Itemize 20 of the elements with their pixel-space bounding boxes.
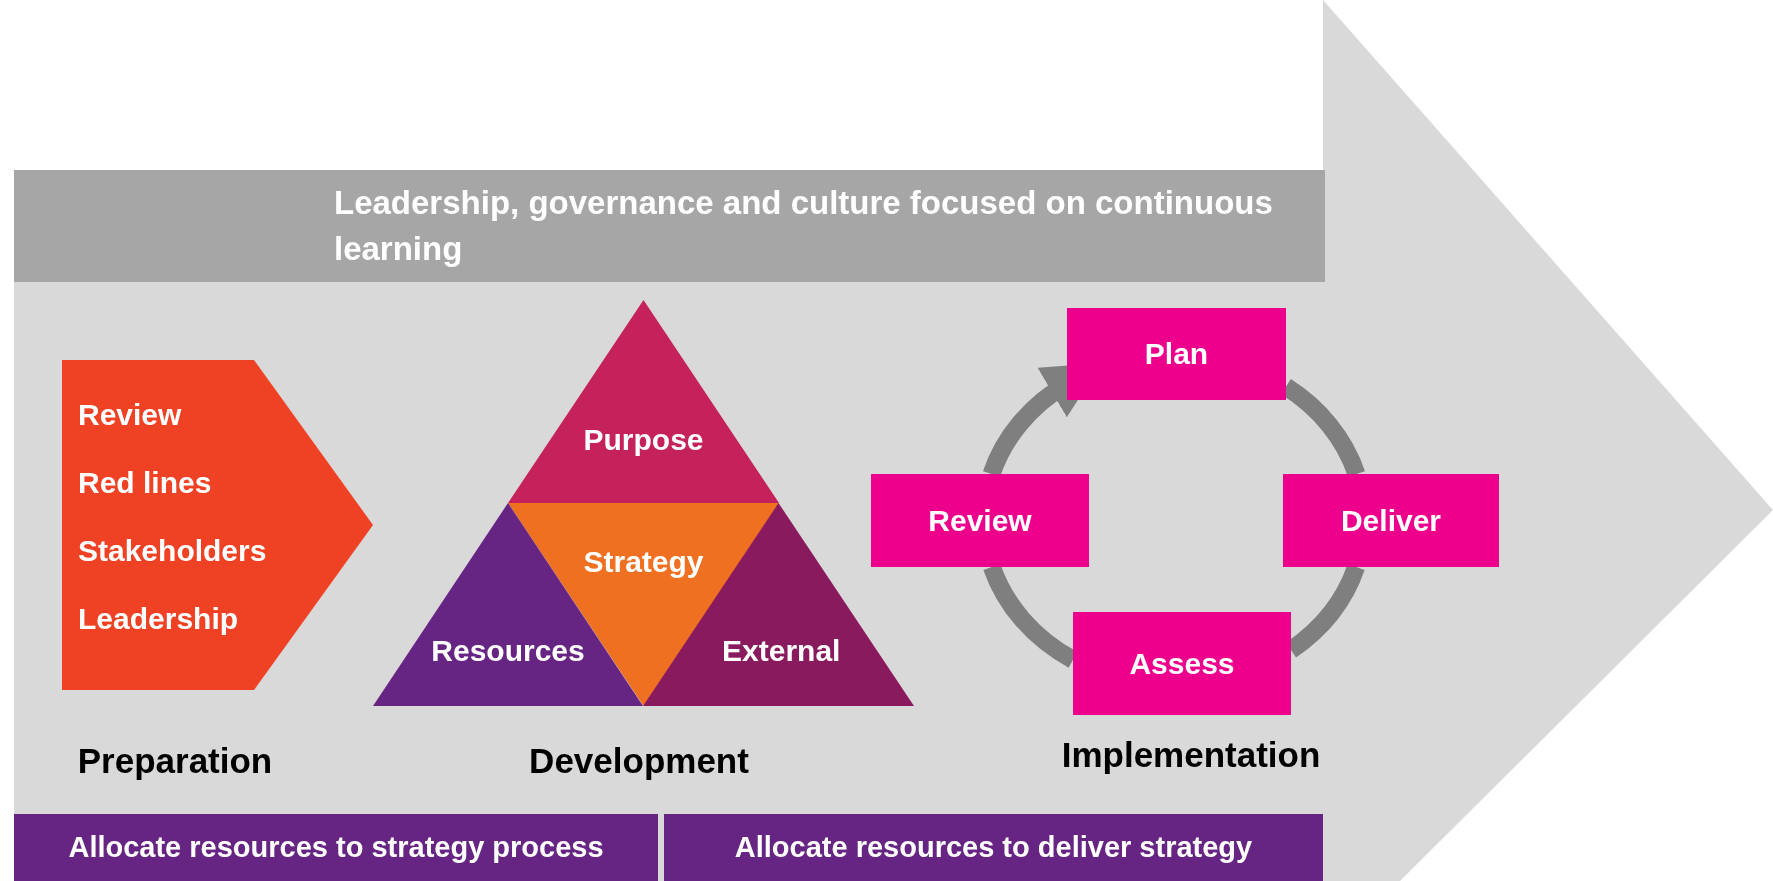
- segment-text: Strategy: [583, 544, 704, 579]
- segment-text: Purpose: [583, 423, 704, 458]
- segment-text: Resources: [431, 634, 585, 669]
- process-box: Plan: [1067, 308, 1286, 400]
- footer-bar: Allocate resources to deliver strategy: [664, 814, 1323, 881]
- stage-caption: Preparation: [77, 741, 273, 781]
- footer-bar: Allocate resources to strategy process: [14, 814, 658, 881]
- step-text: Review: [78, 398, 182, 432]
- segment-text: External: [722, 634, 841, 669]
- header-band: Leadership, governance and culture focused on continuous learning: [14, 170, 1325, 282]
- step-text: Stakeholders: [78, 534, 267, 568]
- process-box: Deliver: [1283, 474, 1499, 567]
- stage-caption: Development: [529, 741, 749, 781]
- triangle-segment: [508, 300, 779, 503]
- step-text: Leadership: [78, 602, 239, 636]
- process-box: Assess: [1073, 612, 1291, 715]
- process-box: Review: [871, 474, 1089, 567]
- step-text: Red lines: [78, 466, 212, 500]
- stage-caption: Implementation: [1061, 735, 1321, 775]
- chevron-shape: [62, 360, 373, 690]
